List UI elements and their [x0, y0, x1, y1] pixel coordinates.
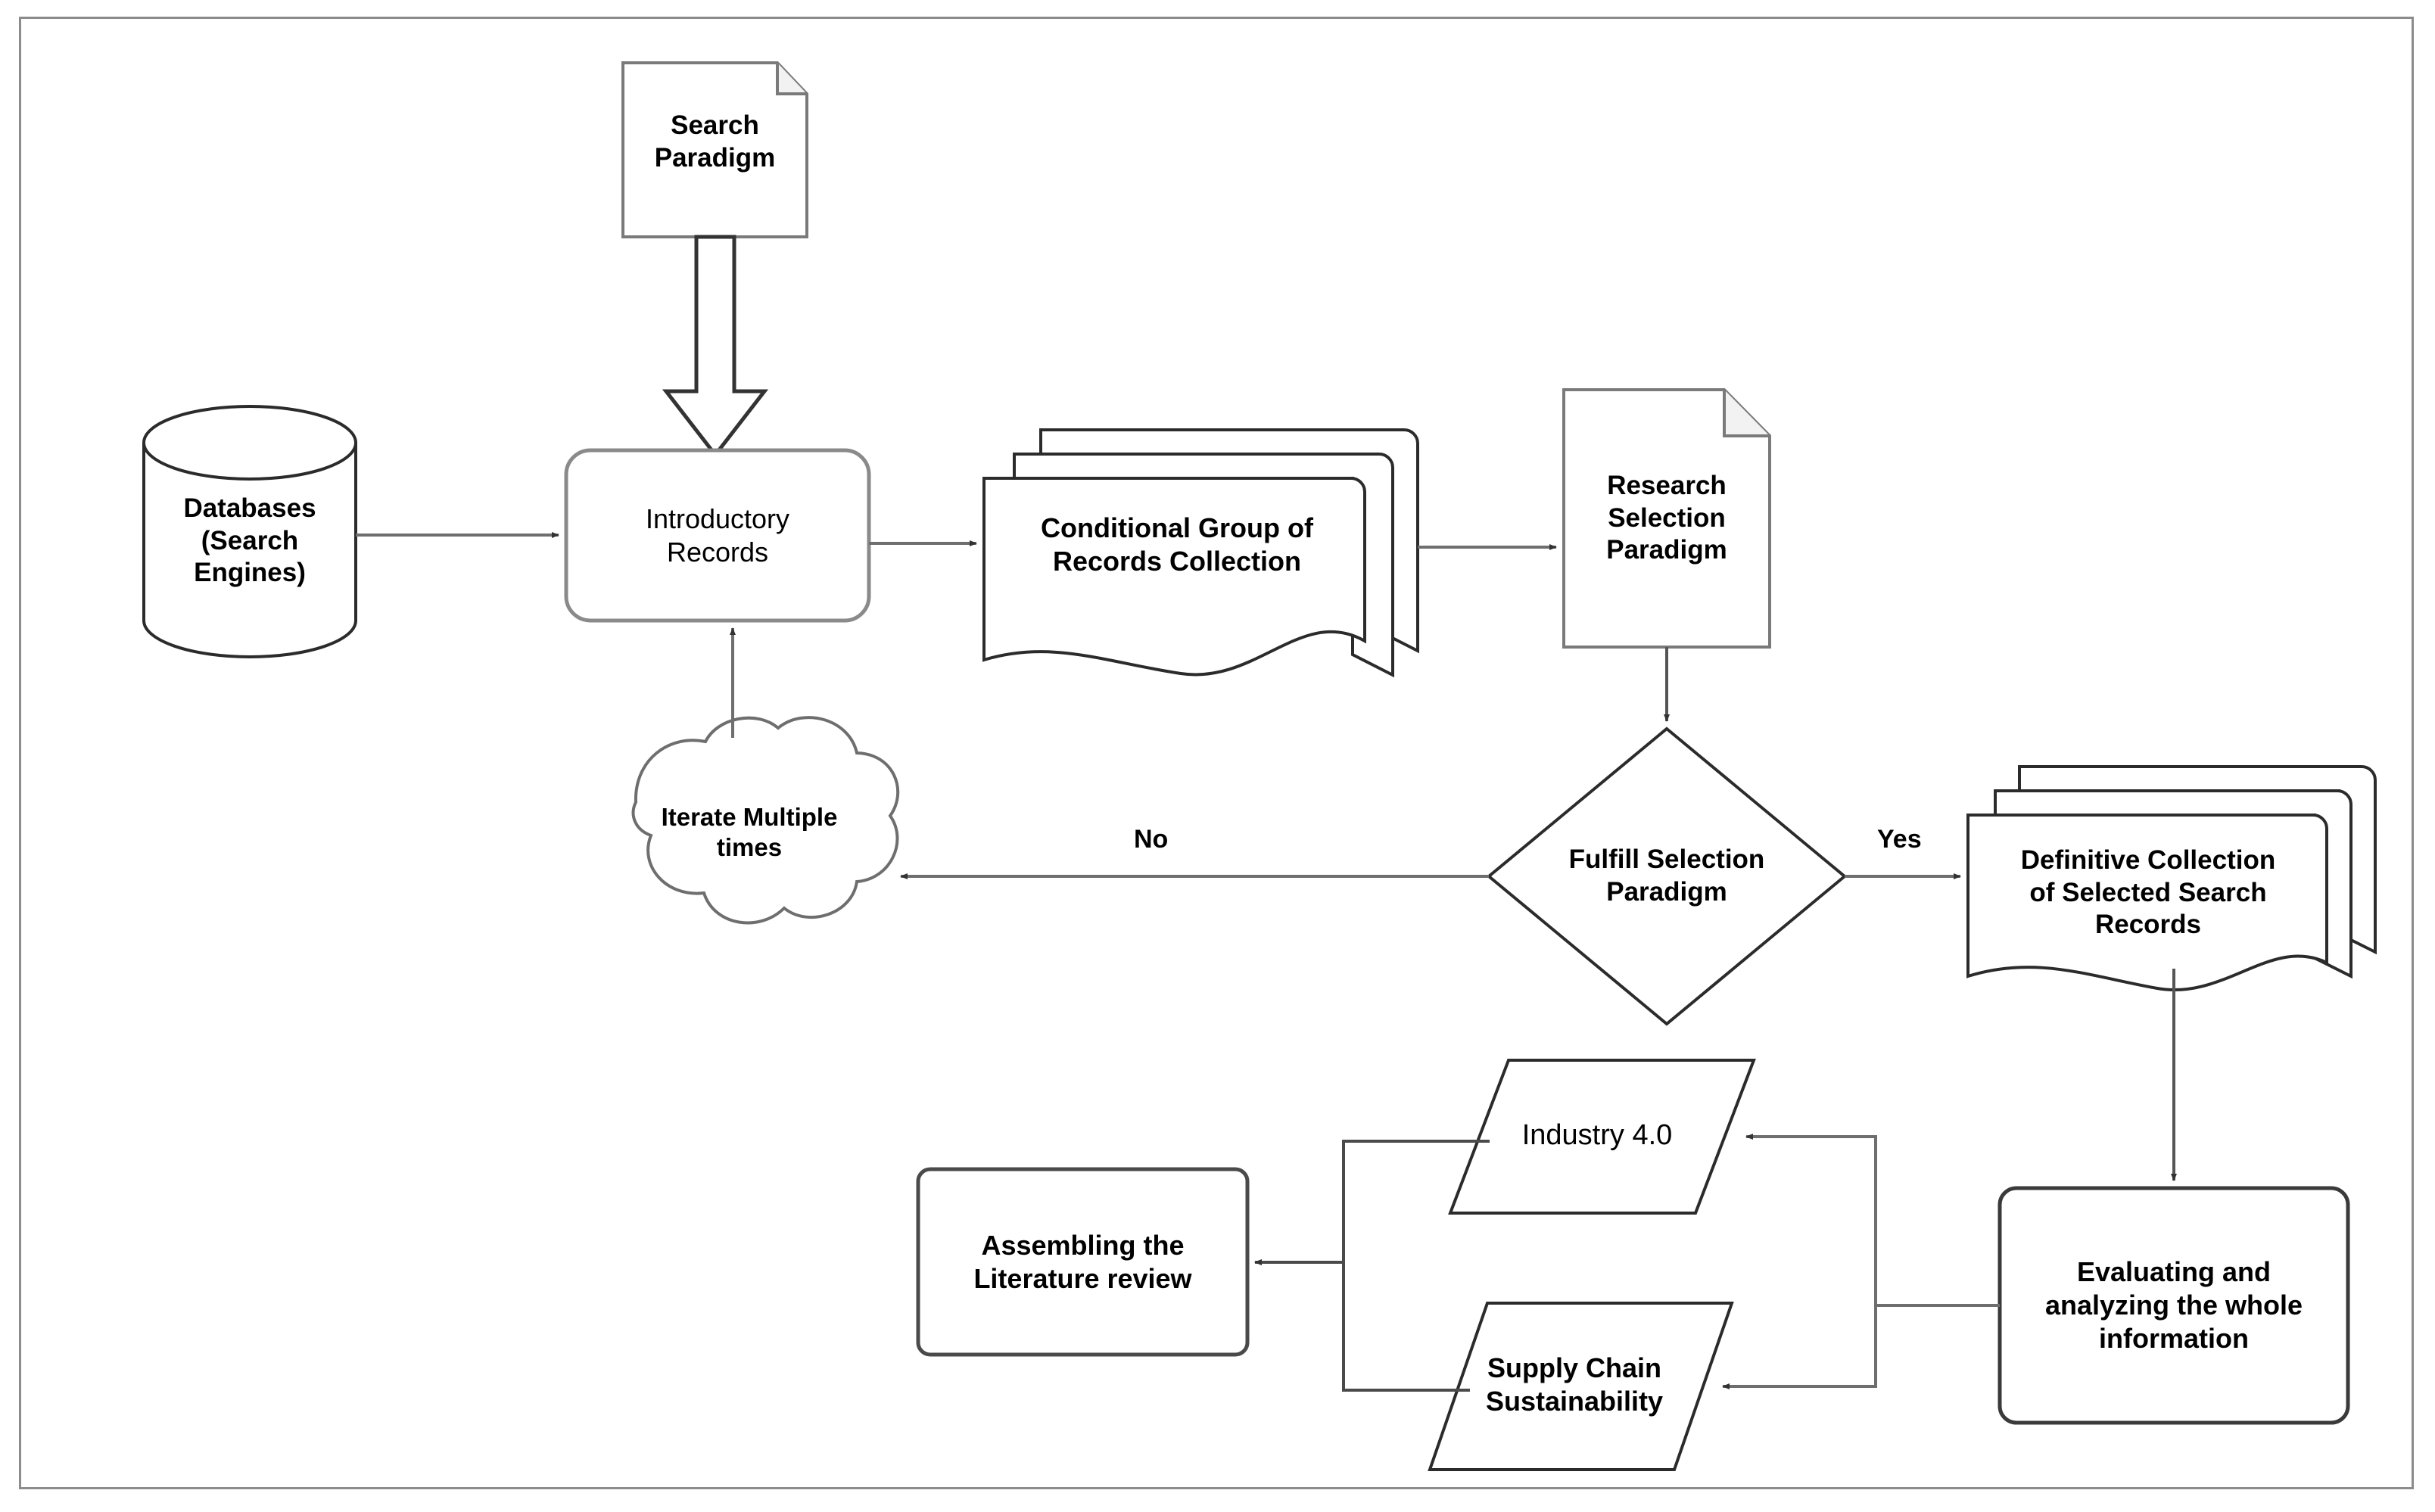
shape-research-selection-paradigm[interactable]: [1562, 388, 1771, 649]
shape-fulfill-selection-diamond[interactable]: [1486, 726, 1848, 1026]
shape-iterate-cloud[interactable]: [631, 716, 899, 925]
block-arrow-search-to-introductory: [662, 235, 769, 459]
edge-evaluating-to-supplychain: [1722, 1304, 2000, 1389]
shape-definitive-collection-multidoc[interactable]: [1966, 765, 2377, 991]
edge-label-no: No: [1134, 825, 1169, 854]
shape-supply-chain-parallelogram[interactable]: [1428, 1302, 1734, 1471]
edge-evaluating-to-industry: [1745, 1134, 2000, 1307]
shape-evaluating-analyzing[interactable]: [1998, 1186, 2350, 1425]
shape-assembling-literature-review[interactable]: [916, 1167, 1250, 1357]
shape-conditional-group-multidoc[interactable]: [982, 428, 1419, 678]
shape-industry-40-parallelogram[interactable]: [1448, 1059, 1756, 1215]
shape-introductory-records[interactable]: [564, 448, 871, 623]
shape-search-paradigm[interactable]: [621, 61, 808, 238]
edge-supplychain-to-assembling: [1254, 1259, 1470, 1392]
shape-databases-cylinder[interactable]: [142, 405, 357, 658]
edge-label-yes: Yes: [1877, 825, 1922, 854]
